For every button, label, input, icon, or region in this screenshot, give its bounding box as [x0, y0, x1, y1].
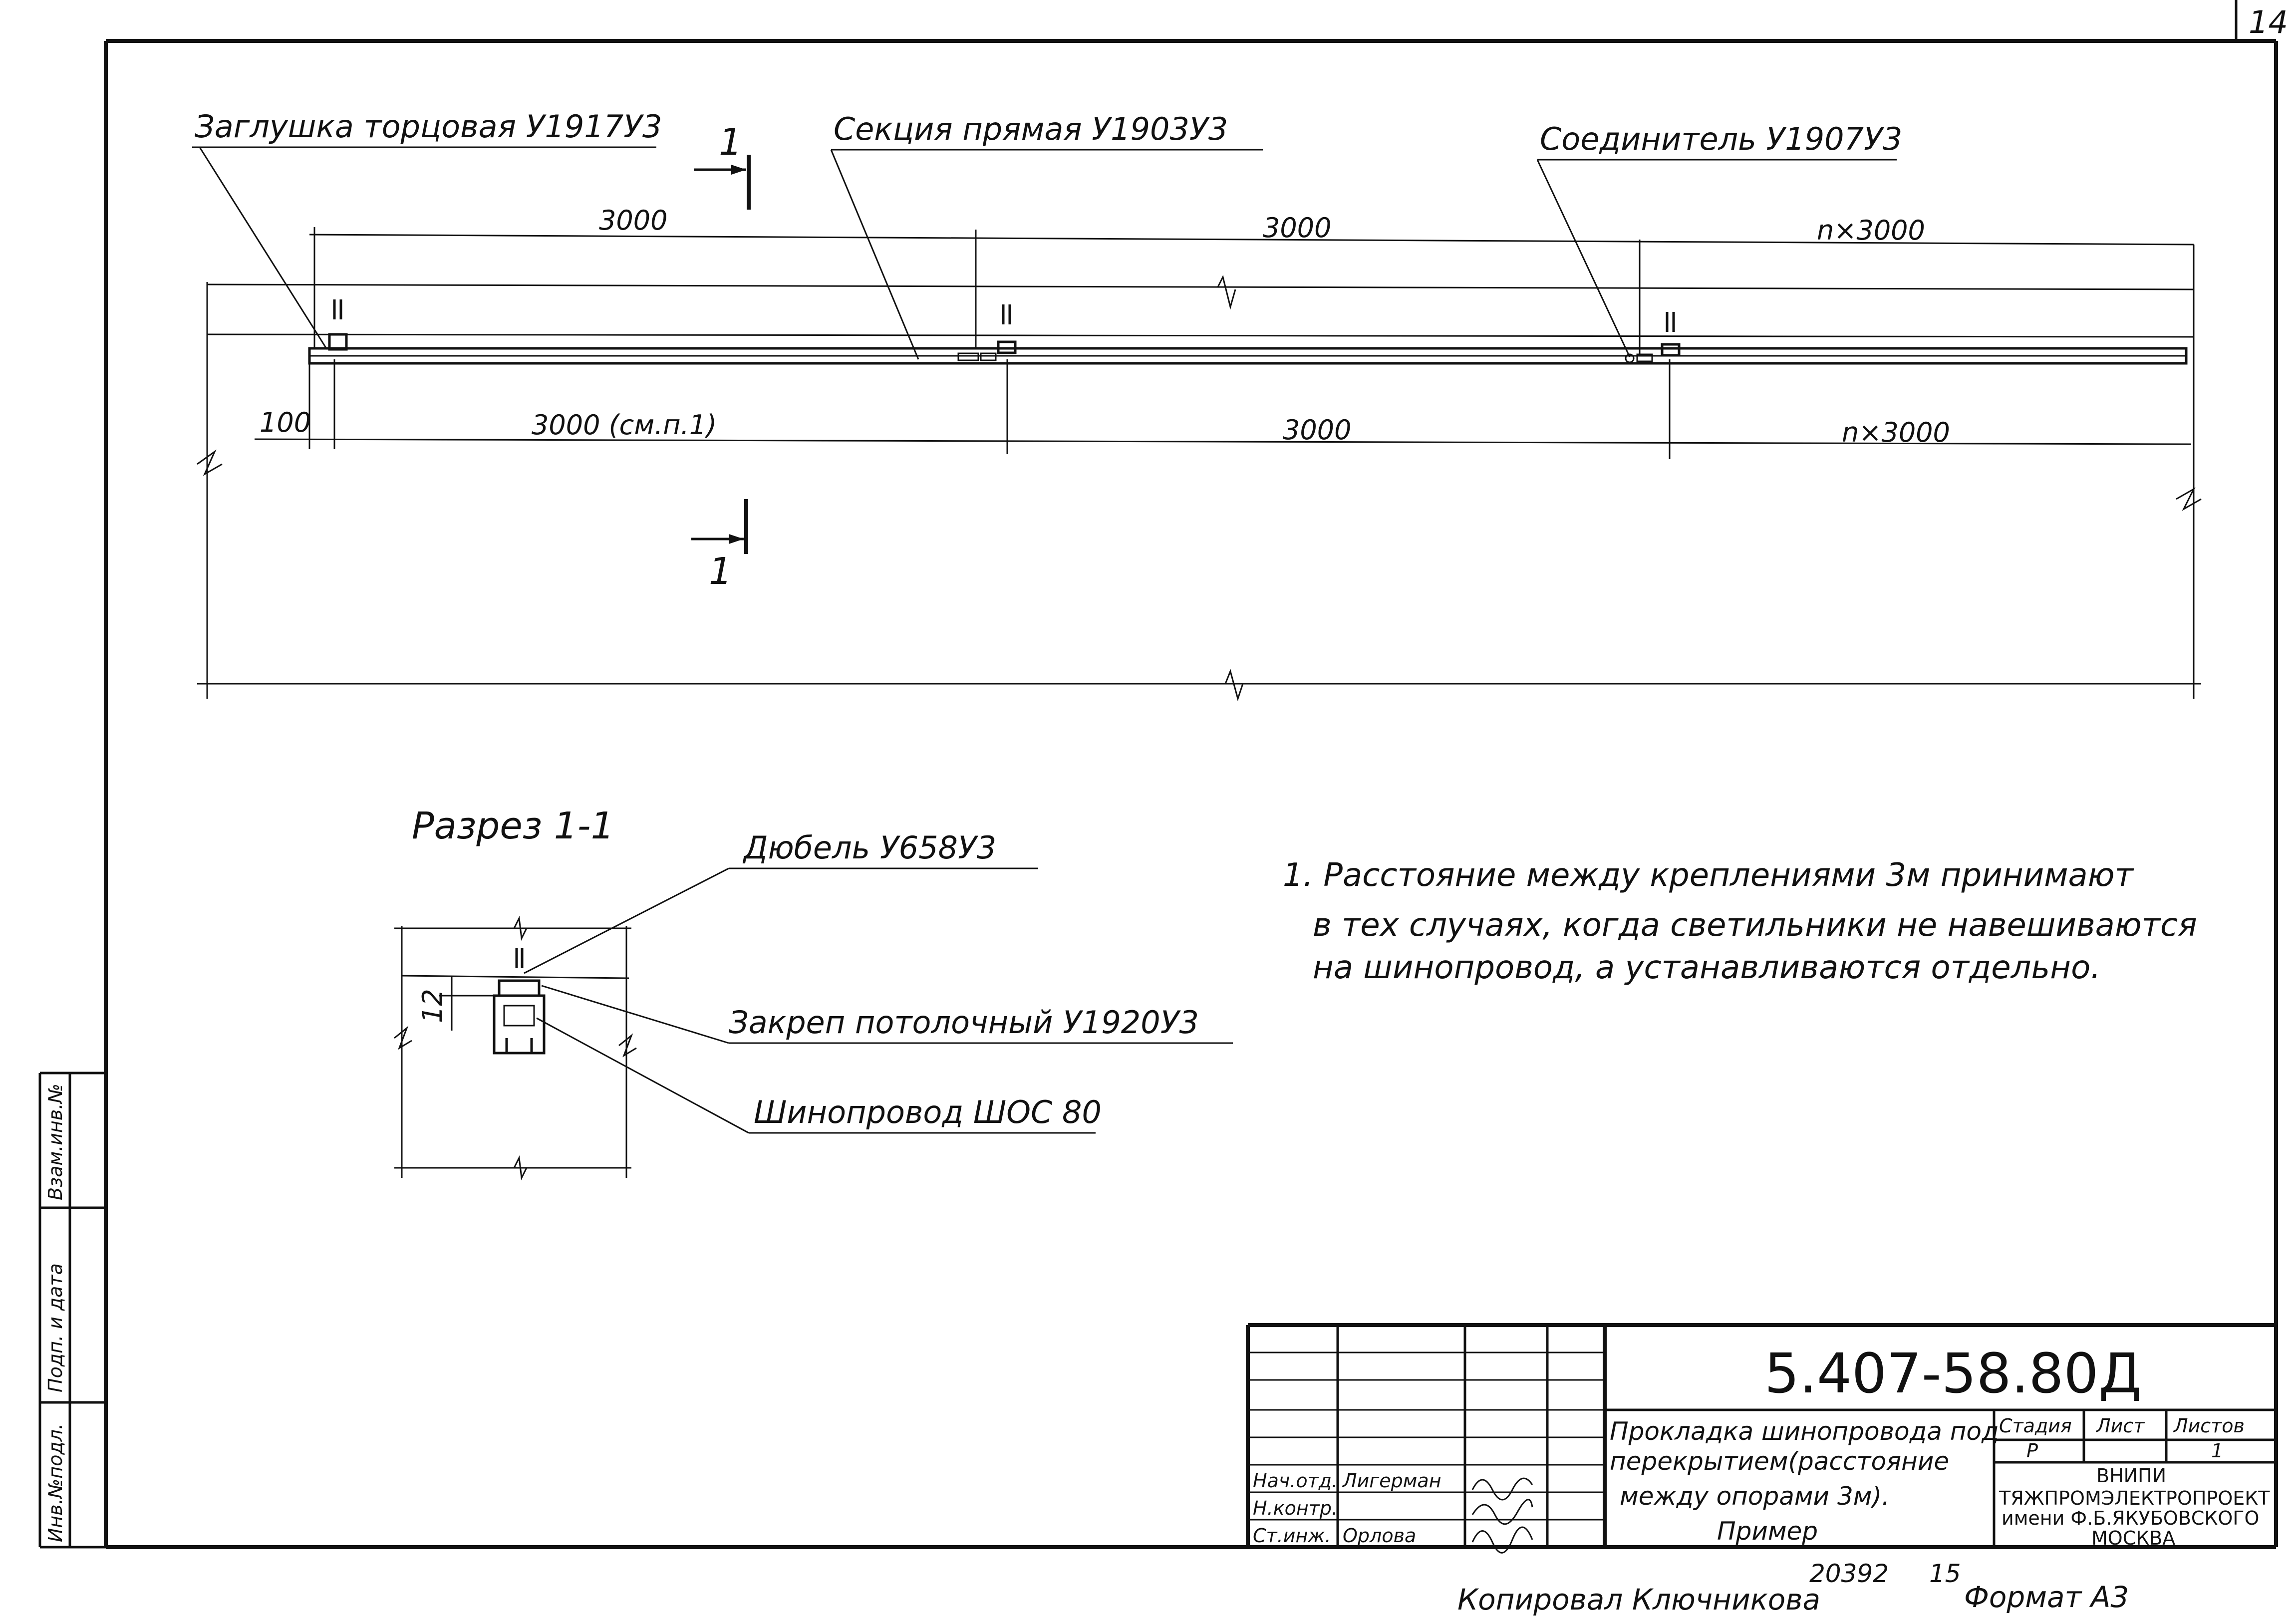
- stamp-replace-inv: Взам.инв.№: [44, 1083, 66, 1200]
- sheet-header: Лист: [2095, 1415, 2145, 1437]
- drawing-code: 5.407-58.80Д: [1764, 1342, 2141, 1405]
- copied-by: Копировал Ключникова: [1457, 1583, 1820, 1617]
- sheets-value: 1: [2211, 1440, 2223, 1462]
- support-2: [957, 304, 1017, 361]
- section-mark-top: [694, 155, 751, 210]
- plan-view: [197, 227, 2202, 702]
- page-number: 14: [2249, 4, 2288, 40]
- dim-bottom-3: 3000: [1283, 414, 1351, 446]
- signature-1: [1471, 1477, 1533, 1501]
- role-3-name: Орлова: [1343, 1525, 1416, 1547]
- dim-bottom-4: n×3000: [1842, 417, 1950, 448]
- role-1-name: Лигерман: [1342, 1470, 1441, 1492]
- note-line-1: 1. Расстояние между креплениями 3м прини…: [1283, 857, 2134, 894]
- org-line-2: ТЯЖПРОМЭЛЕКТРОПРОЕКТ: [1999, 1487, 2270, 1509]
- support-3: [1625, 312, 1681, 363]
- title-line-3: между опорами 3м).: [1620, 1482, 1890, 1511]
- signature-3: [1471, 1526, 1533, 1554]
- sheet-frame: [104, 0, 2278, 1549]
- dim-top-3: n×3000: [1817, 215, 1925, 246]
- label-busbar: Шинопровод ШОС 80: [754, 1094, 1102, 1130]
- footer-number-2: 15: [1929, 1559, 1961, 1588]
- footer-number-1: 20392: [1809, 1559, 1889, 1588]
- title-line-1: Прокладка шинопровода под: [1610, 1417, 1999, 1446]
- label-straight-section: Секция прямая У1903У3: [834, 111, 1228, 147]
- dim-12: 12: [417, 989, 448, 1023]
- role-1: Нач.отд.: [1253, 1470, 1338, 1492]
- section-mark-bottom: [691, 499, 748, 554]
- left-stamp: [38, 1072, 106, 1549]
- stage-header: Стадия: [1999, 1415, 2072, 1437]
- format-label: Формат А3: [1964, 1580, 2129, 1614]
- support-1: [328, 299, 348, 351]
- stage-value: Р: [2026, 1440, 2038, 1462]
- note-line-3: на шинопровод, а устанавливаются отдельн…: [1313, 949, 2101, 986]
- section-title: Разрез 1-1: [412, 805, 614, 847]
- label-connector: Соединитель У1907У3: [1540, 121, 1902, 157]
- stamp-sign-date: Подп. и дата: [44, 1263, 66, 1392]
- title-line-2: перекрытием(расстояние: [1610, 1447, 1949, 1476]
- section-mark-top-label: 1: [719, 121, 742, 164]
- note-line-2: в тех случаях, когда светильники не наве…: [1313, 907, 2197, 944]
- title-block: [1246, 1323, 2276, 1547]
- dim-bottom-1: 100: [260, 407, 311, 438]
- org-line-4: МОСКВА: [2091, 1527, 2175, 1549]
- dim-bottom-2: 3000 (см.п.1): [532, 409, 717, 441]
- dim-top-2: 3000: [1263, 212, 1331, 244]
- label-dowel: Дюбель У658У3: [742, 829, 996, 866]
- signature-2: [1471, 1499, 1533, 1525]
- role-2: Н.контр.: [1253, 1497, 1338, 1519]
- dim-top-1: 3000: [599, 205, 667, 236]
- section-mark-bottom-label: 1: [709, 550, 732, 593]
- org-line-3: имени Ф.Б.ЯКУБОВСКОГО: [2002, 1507, 2259, 1529]
- title-line-4: Пример: [1717, 1517, 1818, 1546]
- role-3: Ст.инж.: [1253, 1525, 1331, 1547]
- section-view: [394, 915, 637, 1181]
- label-clamp: Закреп потолочный У1920У3: [729, 1004, 1199, 1041]
- sheets-header: Листов: [2173, 1415, 2245, 1437]
- org-line-1: ВНИПИ: [2096, 1465, 2166, 1487]
- stamp-inv-orig: Инв.№подл.: [44, 1423, 66, 1542]
- label-end-cap: Заглушка торцовая У1917У3: [195, 108, 662, 145]
